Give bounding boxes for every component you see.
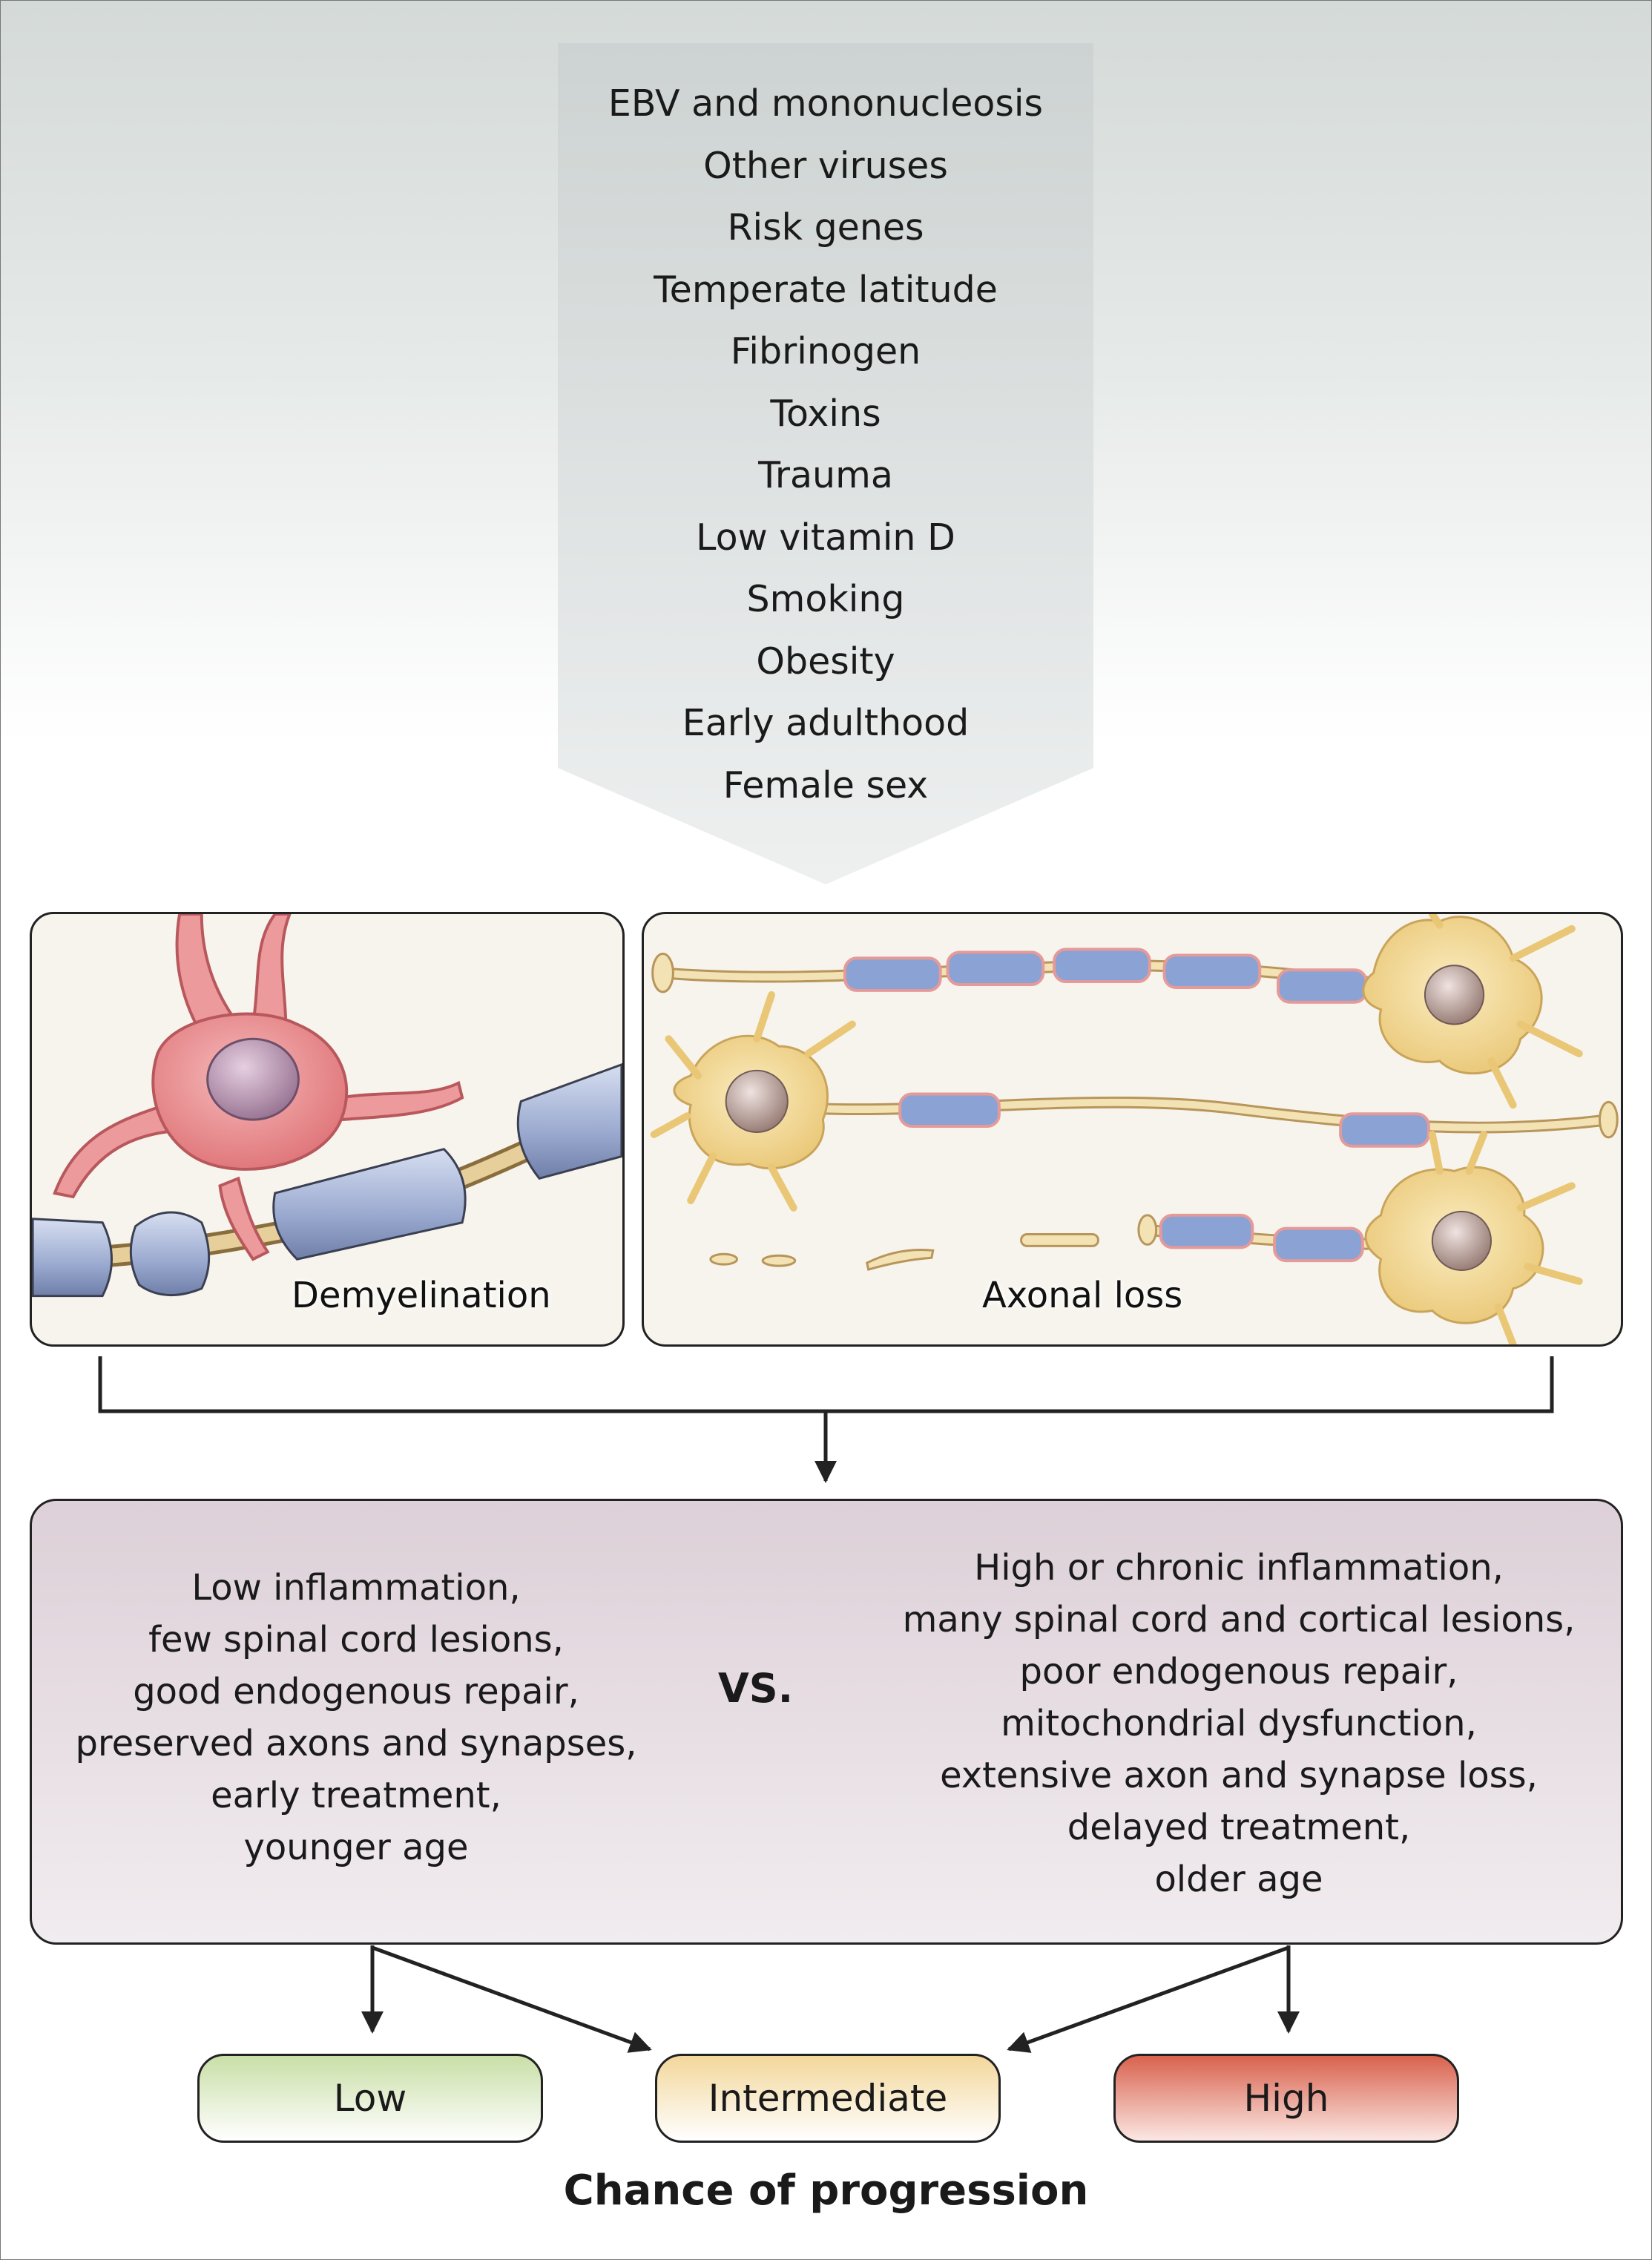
favorable-factor: early treatment, <box>211 1775 501 1816</box>
risk-factor-list: EBV and mononucleosis Other viruses Risk… <box>558 73 1093 816</box>
demyelination-label: Demyelination <box>292 1275 551 1316</box>
arrow-right-to-intermediate <box>1007 1945 1289 2053</box>
risk-factor-item: Other viruses <box>703 144 948 187</box>
favorable-factors-list: Low inflammation, few spinal cord lesion… <box>30 1562 682 1873</box>
progression-title: Chance of progression <box>563 2167 1089 2215</box>
unfavorable-factors-list: High or chronic inflammation, many spina… <box>875 1542 1602 1905</box>
unfavorable-factor: older age <box>1154 1859 1323 1900</box>
unfavorable-factor: mitochondrial dysfunction, <box>1001 1703 1477 1744</box>
demyelination-illustration <box>32 914 622 1298</box>
axonal-loss-panel: Axonal loss <box>642 912 1623 1347</box>
arrow-left-to-intermediate <box>372 1945 652 2053</box>
risk-factor-item: Obesity <box>756 640 895 683</box>
risk-factor-item: Trauma <box>758 454 893 496</box>
outcome-low: Low <box>197 2054 543 2143</box>
risk-factor-item: Smoking <box>746 578 905 620</box>
merge-bracket <box>98 1356 1554 1413</box>
favorable-factor: few spinal cord lesions, <box>148 1619 564 1660</box>
risk-factor-item: Temperate latitude <box>654 268 998 311</box>
favorable-factor: younger age <box>243 1827 469 1868</box>
unfavorable-factor: delayed treatment, <box>1067 1807 1411 1848</box>
risk-factor-item: Female sex <box>723 763 929 807</box>
outcome-high: High <box>1113 2054 1459 2143</box>
unfavorable-factor: High or chronic inflammation, <box>974 1547 1504 1589</box>
risk-factor-item: Low vitamin D <box>696 516 955 559</box>
risk-factor-item: Risk genes <box>727 206 924 249</box>
outcome-low-label: Low <box>333 2077 407 2120</box>
unfavorable-factor: many spinal cord and cortical lesions, <box>902 1599 1576 1640</box>
risk-factor-item: EBV and mononucleosis <box>608 82 1044 125</box>
outcome-intermediate: Intermediate <box>655 2054 1001 2143</box>
risk-factor-item: Fibrinogen <box>730 330 921 372</box>
favorable-factor: Low inflammation, <box>191 1567 521 1609</box>
versus-label: VS. <box>718 1665 794 1712</box>
risk-factor-item: Toxins <box>770 392 881 435</box>
favorable-factor: preserved axons and synapses, <box>75 1723 637 1764</box>
risk-factor-arrow <box>558 43 1093 884</box>
demyelination-panel: Demyelination <box>30 912 625 1347</box>
unfavorable-factor: extensive axon and synapse loss, <box>940 1755 1538 1796</box>
unfavorable-factor: poor endogenous repair, <box>1019 1651 1458 1692</box>
comparison-box <box>30 1499 1623 1945</box>
risk-factor-item: Early adulthood <box>682 702 970 744</box>
axonal-loss-illustration <box>650 914 1619 1344</box>
favorable-factor: good endogenous repair, <box>133 1671 579 1712</box>
outcome-high-label: High <box>1243 2077 1329 2120</box>
outcome-intermediate-label: Intermediate <box>708 2077 948 2120</box>
axonal-loss-label: Axonal loss <box>982 1275 1183 1316</box>
